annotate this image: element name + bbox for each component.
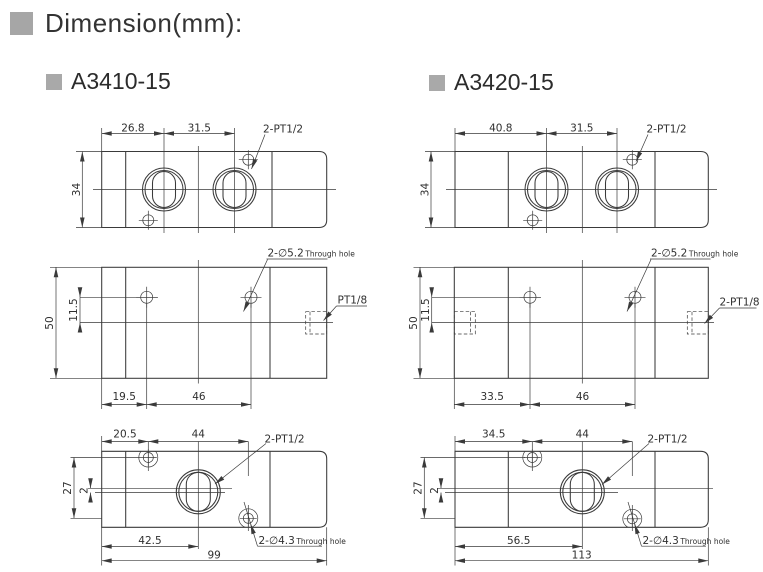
dim-50: 50 bbox=[408, 316, 420, 329]
dimension-lines bbox=[70, 439, 328, 566]
dim-44: 44 bbox=[192, 429, 206, 441]
port-label: 2-PT1/2 bbox=[647, 124, 687, 136]
center-lines bbox=[437, 436, 713, 549]
right-section-header: A3420-15 bbox=[429, 69, 554, 96]
dim-46: 46 bbox=[576, 391, 590, 403]
dim-50: 50 bbox=[44, 316, 56, 329]
dimension-lines bbox=[425, 131, 649, 228]
dim-44: 44 bbox=[576, 429, 590, 441]
dim-2: 2 bbox=[429, 487, 441, 494]
dim-34: 34 bbox=[420, 183, 432, 197]
dim-27: 27 bbox=[413, 481, 425, 494]
body-outline bbox=[454, 450, 709, 528]
dim-20-5: 20.5 bbox=[113, 429, 136, 441]
port-label: 2-PT1/2 bbox=[648, 434, 688, 446]
screw-hole bbox=[138, 210, 159, 231]
dimension-lines bbox=[76, 131, 266, 228]
dim-46: 46 bbox=[192, 391, 206, 403]
dim-34-5: 34.5 bbox=[482, 429, 505, 441]
dim-34: 34 bbox=[71, 183, 83, 197]
body-outline bbox=[101, 450, 328, 528]
side-port-hidden-right bbox=[686, 311, 709, 335]
dim-11-5: 11.5 bbox=[420, 298, 432, 321]
body-section-lines bbox=[507, 451, 656, 528]
dimension-lines bbox=[50, 258, 367, 409]
page-header: Dimension(mm): bbox=[10, 8, 243, 39]
dim-2: 2 bbox=[79, 487, 91, 494]
center-lines bbox=[431, 260, 714, 384]
a3410-top-view: 26.8 31.5 2-PT1/2 34 bbox=[71, 123, 336, 233]
title-bullet-icon bbox=[10, 12, 33, 35]
dim-40-8: 40.8 bbox=[489, 123, 512, 135]
center-lines bbox=[88, 436, 249, 549]
center-lines bbox=[446, 128, 717, 233]
page-title: Dimension(mm): bbox=[45, 8, 243, 38]
right-model-title: A3420-15 bbox=[454, 69, 554, 95]
dim-42-5: 42.5 bbox=[138, 535, 161, 547]
dimension-lines bbox=[413, 258, 757, 409]
left-model-title: A3410-15 bbox=[71, 68, 171, 94]
dimension-lines bbox=[420, 439, 709, 566]
dim-31-5: 31.5 bbox=[188, 123, 211, 135]
model-bullet-icon bbox=[46, 73, 62, 90]
dim-27: 27 bbox=[62, 481, 74, 494]
port-label: 2-PT1/2 bbox=[263, 124, 303, 136]
screw-hole bbox=[522, 210, 543, 231]
dim-26-8: 26.8 bbox=[121, 123, 144, 135]
side-port-hidden-left bbox=[453, 311, 476, 335]
model-bullet-icon bbox=[429, 74, 445, 91]
dim-31-5: 31.5 bbox=[570, 123, 593, 135]
dim-33-5: 33.5 bbox=[481, 391, 504, 403]
center-lines bbox=[93, 128, 336, 233]
a3420-top-view: 40.8 31.5 2-PT1/2 34 bbox=[420, 123, 717, 233]
side-port-label: PT1/8 bbox=[338, 295, 368, 307]
dim-113: 113 bbox=[572, 549, 592, 561]
port-label: 2-PT1/2 bbox=[265, 434, 305, 446]
body-section-lines bbox=[125, 451, 271, 528]
dim-11-5: 11.5 bbox=[68, 298, 80, 321]
left-section-header: A3410-15 bbox=[46, 68, 171, 95]
dim-19-5: 19.5 bbox=[113, 391, 136, 403]
body-outline bbox=[454, 150, 709, 229]
side-port-label: 2-PT1/8 bbox=[720, 297, 760, 309]
body-outline bbox=[101, 150, 328, 229]
screw-hole bbox=[622, 149, 643, 170]
side-port-hidden bbox=[305, 311, 328, 335]
dim-99: 99 bbox=[208, 549, 221, 561]
dim-56-5: 56.5 bbox=[507, 535, 530, 547]
center-lines bbox=[80, 260, 333, 384]
